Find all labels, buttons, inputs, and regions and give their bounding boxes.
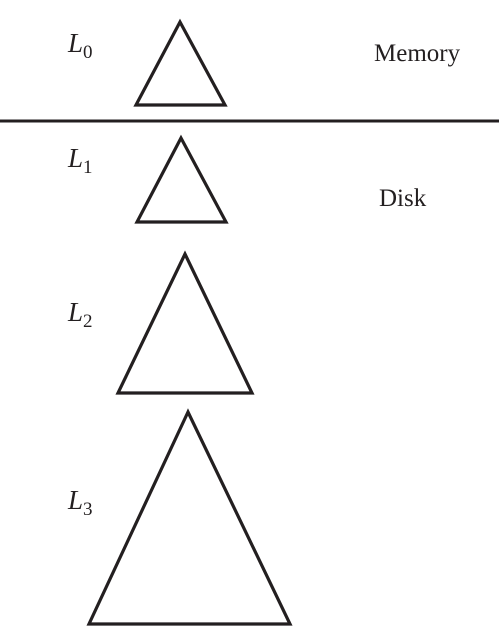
level-2-var: L [67, 297, 83, 327]
memory-label: Memory [374, 40, 461, 67]
level-2: L2 [67, 250, 255, 395]
level-1-label: L1 [67, 143, 93, 178]
level-0: L0 [67, 18, 228, 107]
level-3-tree [86, 408, 293, 626]
level-2-label: L2 [67, 297, 93, 332]
level-1: L1 [67, 134, 229, 224]
level-3-sub: 3 [83, 499, 93, 520]
level-2-tree [115, 250, 255, 395]
level-0-var: L [67, 28, 83, 58]
level-3-var: L [67, 485, 83, 515]
level-1-sub: 1 [83, 157, 93, 178]
disk-label: Disk [379, 185, 427, 212]
level-3: L3 [67, 408, 293, 626]
level-0-sub: 0 [83, 42, 93, 63]
level-3-label: L3 [67, 485, 93, 520]
level-1-tree [134, 134, 229, 224]
level-0-tree [133, 18, 228, 107]
level-1-var: L [67, 143, 83, 173]
level-2-sub: 2 [83, 311, 93, 332]
level-0-label: L0 [67, 28, 93, 63]
